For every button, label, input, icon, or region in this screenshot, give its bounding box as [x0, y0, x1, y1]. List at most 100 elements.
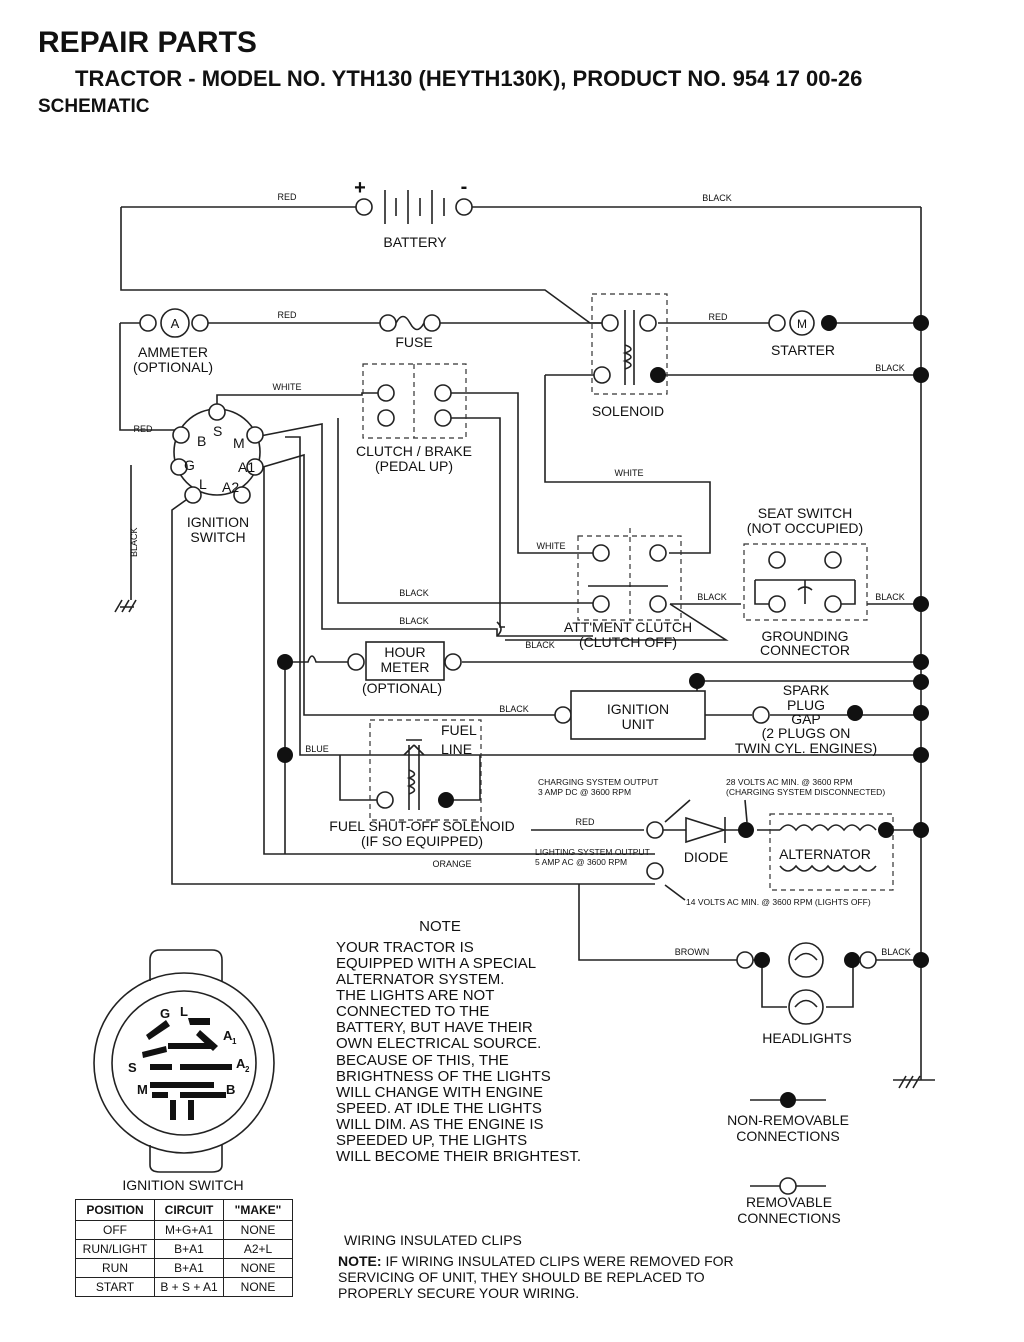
note-line: BATTERY, BUT HAVE THEIR: [336, 1019, 533, 1036]
ignition-unit-label-1: IGNITION: [607, 701, 669, 717]
starter-symbol: M: [797, 317, 807, 331]
fuel-line-label-1: FUEL: [441, 722, 477, 738]
note-line: SPEED. AT IDLE THE LIGHTS: [336, 1100, 542, 1117]
wire-black-seat-1: BLACK: [697, 592, 727, 602]
fuse-label: FUSE: [395, 334, 432, 350]
legend-removable-2: CONNECTIONS: [737, 1210, 840, 1226]
wire-blue-fuel: BLUE: [305, 744, 329, 754]
spark-label-1: SPARK: [783, 682, 830, 698]
battery-plus: +: [354, 177, 366, 199]
table-header: POSITION: [75, 1199, 155, 1221]
terminal-m: M: [233, 435, 245, 451]
grounding-label-1: GROUNDING: [761, 628, 848, 644]
face-label-a2: A: [236, 1056, 246, 1071]
clutch-brake-sub: (PEDAL UP): [375, 458, 453, 474]
table-cell: RUN/LIGHT: [75, 1239, 155, 1259]
table-cell: NONE: [223, 1277, 293, 1297]
solenoid-label: SOLENOID: [592, 403, 664, 419]
table-cell: OFF: [75, 1220, 155, 1240]
face-label-s: S: [128, 1060, 137, 1075]
wire-brown-headlights: BROWN: [675, 947, 710, 957]
battery-label: BATTERY: [383, 234, 447, 250]
table-row: START B + S + A1 NONE: [75, 1277, 293, 1297]
seat-switch-label: SEAT SWITCH: [758, 505, 852, 521]
ignition-switch-label-2: SWITCH: [190, 529, 245, 545]
wire-black-battery: BLACK: [702, 193, 732, 203]
battery: + - BATTERY: [354, 176, 473, 250]
fuel-sol-label-1: FUEL SHUT-OFF SOLENOID: [329, 818, 514, 834]
table-cell: RUN: [75, 1258, 155, 1278]
splice-dots: [277, 315, 929, 968]
wire-white-clutch: WHITE: [537, 541, 566, 551]
table-header: "MAKE": [223, 1199, 293, 1221]
note-line: ALTERNATOR SYSTEM.: [336, 971, 504, 988]
wire-black-clutch-2: BLACK: [399, 616, 429, 626]
diode-label: DIODE: [684, 849, 728, 865]
attment-clutch-sub: (CLUTCH OFF): [579, 634, 677, 650]
wire-black-clutch-1: BLACK: [399, 588, 429, 598]
volts28-2: (CHARGING SYSTEM DISCONNECTED): [726, 787, 885, 797]
terminal-g: G: [184, 457, 195, 473]
page-title: REPAIR PARTS: [38, 26, 257, 59]
terminal-a2: A2: [222, 479, 239, 495]
face-label-a2-sub: 2: [245, 1065, 250, 1074]
solenoid: SOLENOID: [591, 293, 668, 419]
table-cell: B+A1: [154, 1239, 224, 1259]
wire-black-ground: BLACK: [129, 527, 139, 557]
starter-label: STARTER: [771, 342, 835, 358]
table-row: RUN/LIGHT B+A1 A2+L: [75, 1239, 293, 1259]
alternator: ALTERNATOR: [646, 813, 894, 891]
clips-line-1: NOTE: IF WIRING INSULATED CLIPS WERE REM…: [338, 1253, 734, 1269]
table-cell: START: [75, 1277, 155, 1297]
battery-minus: -: [461, 176, 468, 198]
terminal-a1: A1: [238, 459, 255, 475]
connection-legend: NON-REMOVABLE CONNECTIONS REMOVABLE CONN…: [727, 1092, 849, 1226]
spark-label-4: (2 PLUGS ON: [762, 725, 851, 741]
fuse: FUSE: [379, 314, 441, 350]
face-label-l: L: [180, 1004, 188, 1019]
ignition-switch-label-1: IGNITION: [187, 514, 249, 530]
ammeter-symbol: A: [171, 316, 180, 331]
lighting-output-2: 5 AMP AC @ 3600 RPM: [535, 857, 627, 867]
wire-red-ammeter: RED: [133, 424, 153, 434]
wire-black-headlights: BLACK: [881, 947, 911, 957]
table-cell: B + S + A1: [154, 1277, 224, 1297]
note-line: WILL DIM. AS THE ENGINE IS: [336, 1116, 544, 1133]
table-row: RUN B+A1 NONE: [75, 1258, 293, 1278]
wire-black-solenoid: BLACK: [875, 363, 905, 373]
section-title: SCHEMATIC: [38, 96, 150, 117]
wire-labels: RED BLACK RED RED BLACK WHITE RED WHITE …: [129, 192, 911, 957]
lighting-output-1: LIGHTING SYSTEM OUTPUT: [535, 847, 650, 857]
ignition-position-table: POSITION CIRCUIT "MAKE" OFF M+G+A1 NONE …: [75, 1199, 293, 1297]
wire-red-starter: RED: [708, 312, 728, 322]
seat-switch: SEAT SWITCH (NOT OCCUPIED) GROUNDING CON…: [743, 505, 868, 658]
clips-line-2: SERVICING OF UNIT, THEY SHOULD BE REPLAC…: [338, 1269, 705, 1285]
page-subtitle: TRACTOR - MODEL NO. YTH130 (HEYTH130K), …: [75, 66, 863, 91]
face-label-g: G: [160, 1006, 170, 1021]
note-line: SPEEDED UP, THE LIGHTS: [336, 1132, 527, 1149]
diode: DIODE: [646, 816, 754, 865]
fuel-sol-label-2: (IF SO EQUIPPED): [361, 833, 483, 849]
wire-red-charging: RED: [575, 817, 595, 827]
table-cell: NONE: [223, 1220, 293, 1240]
wire-red-fuse: RED: [277, 310, 297, 320]
terminal-b: B: [197, 433, 206, 449]
spark-label-3: GAP: [791, 711, 821, 727]
clips-title: WIRING INSULATED CLIPS: [344, 1232, 522, 1248]
wire-black-clutch-3: BLACK: [525, 640, 555, 650]
wire-black-seat-2: BLACK: [875, 592, 905, 602]
volts28-1: 28 VOLTS AC MIN. @ 3600 RPM: [726, 777, 853, 787]
hour-meter-optional: (OPTIONAL): [362, 680, 442, 696]
ignition-unit-label-2: UNIT: [622, 716, 655, 732]
clips-note-label: NOTE:: [338, 1253, 382, 1269]
ammeter-optional: (OPTIONAL): [133, 359, 213, 375]
terminal-l: L: [199, 476, 207, 492]
volts14: 14 VOLTS AC MIN. @ 3600 RPM (LIGHTS OFF): [686, 897, 871, 907]
charging-output-1: CHARGING SYSTEM OUTPUT: [538, 777, 658, 787]
legend-nonremovable-1: NON-REMOVABLE: [727, 1112, 849, 1128]
fuel-shutoff-solenoid: FUEL LINE FUEL SHUT-OFF SOLENOID (IF SO …: [329, 719, 515, 849]
table-cell: A2+L: [223, 1239, 293, 1259]
ammeter-label: AMMETER: [138, 344, 208, 360]
ignition-switch-schematic: B S M G A1 L A2 IGNITION SWITCH: [170, 403, 264, 545]
